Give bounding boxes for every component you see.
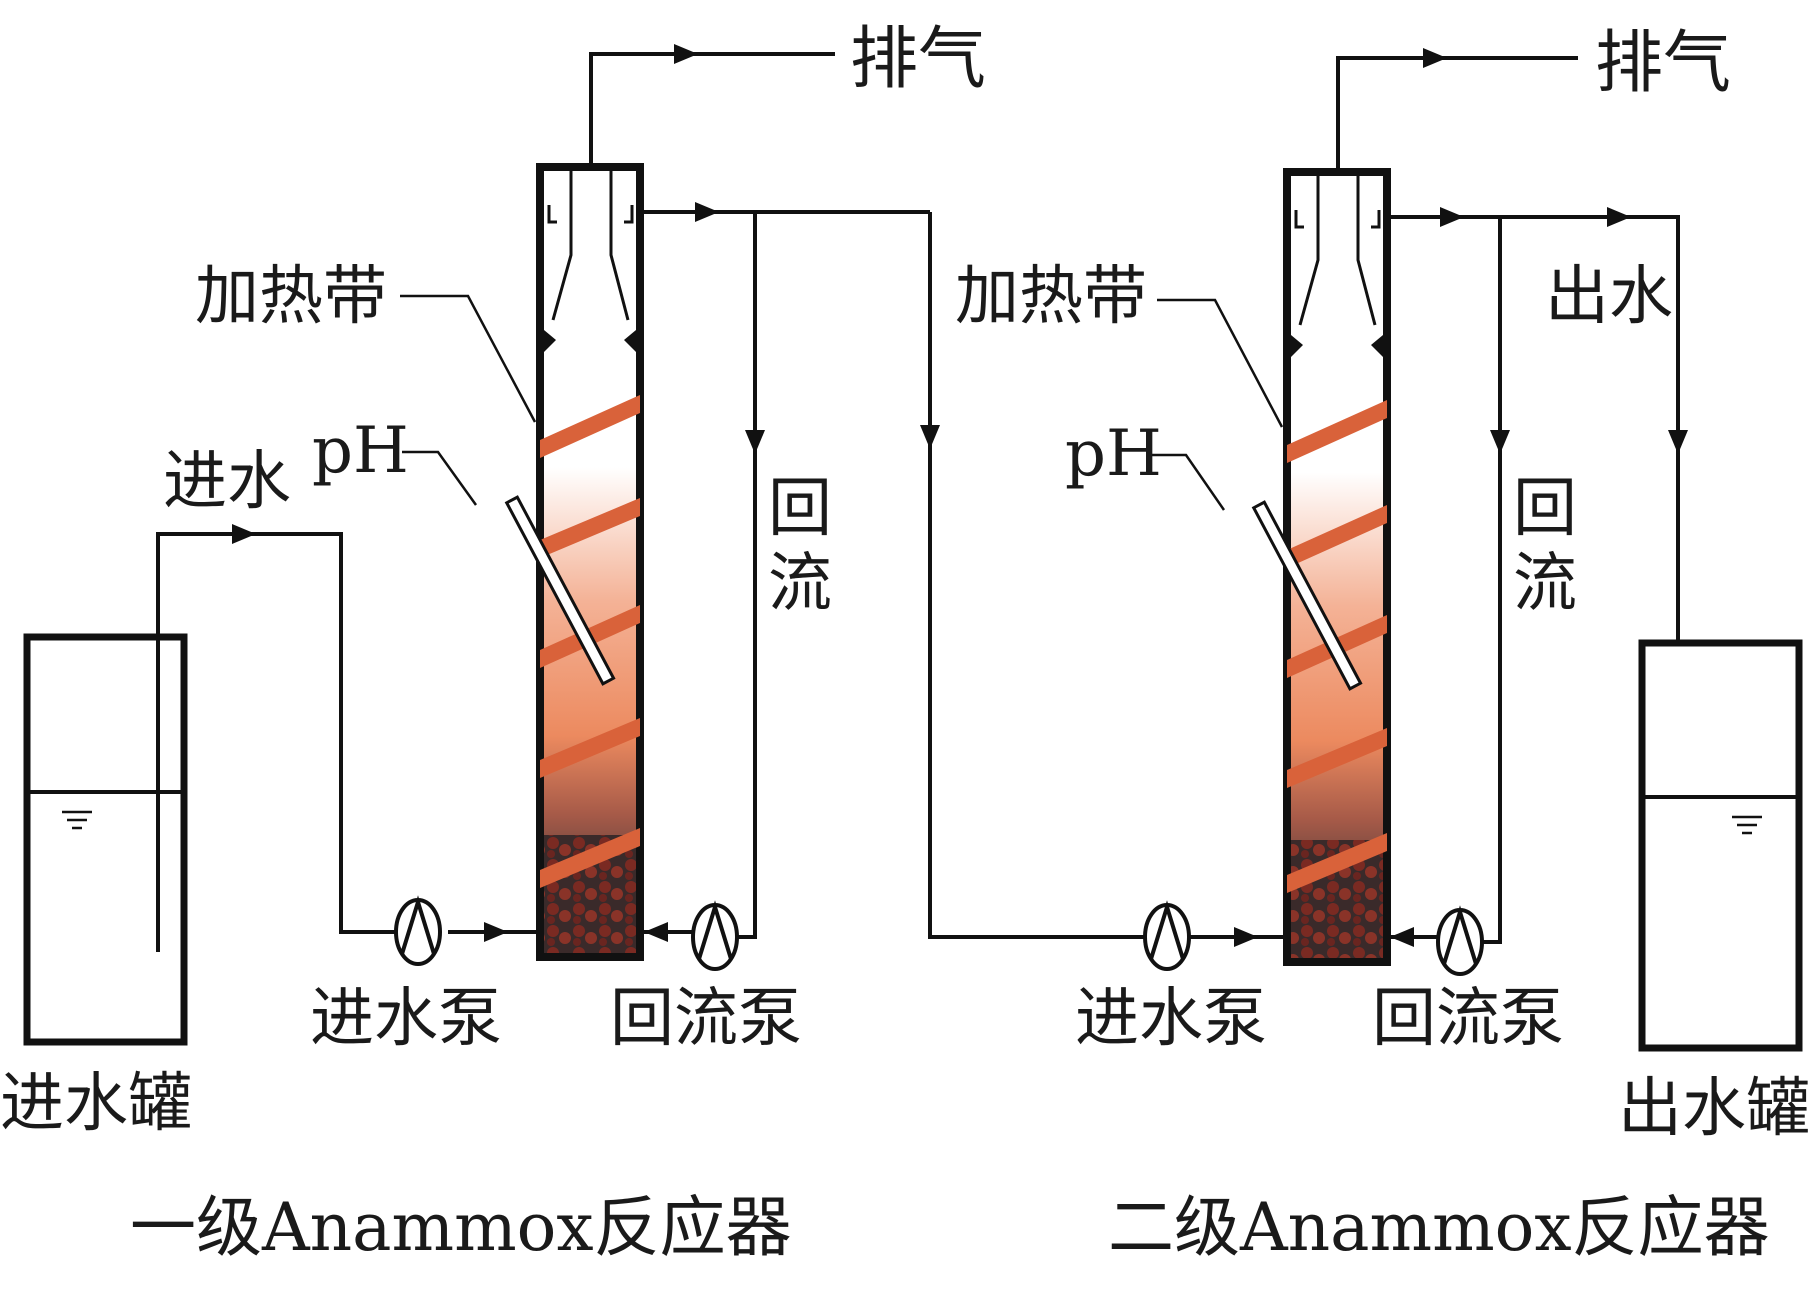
ph-probe-1 bbox=[402, 450, 616, 686]
exhaust-pipe-2 bbox=[1336, 48, 1578, 172]
reactor-2 bbox=[1283, 168, 1391, 966]
reflux-label-2-char-2: 流 bbox=[1513, 547, 1577, 621]
exhaust-label-2: 排气 bbox=[1595, 24, 1731, 103]
reflux-pump-icon bbox=[1436, 905, 1484, 976]
reflux-pump-icon bbox=[691, 900, 739, 971]
reflux-label-1-char-1: 回 bbox=[768, 472, 832, 546]
influent-label: 进水 bbox=[163, 445, 291, 519]
exhaust-pipe-1 bbox=[589, 44, 835, 167]
gas-separator bbox=[544, 170, 636, 352]
reflux-label-1: 回 流 bbox=[768, 472, 832, 621]
ph-label-1: pH bbox=[312, 414, 409, 488]
influent-tank-label: 进水罐 bbox=[0, 1067, 192, 1141]
reflux-pump-label-1: 回流泵 bbox=[610, 982, 802, 1056]
effluent-tank-label: 出水罐 bbox=[1618, 1072, 1810, 1146]
feed-pump-label-1: 进水泵 bbox=[310, 982, 502, 1056]
reactor-1 bbox=[536, 163, 644, 961]
reflux-label-1-char-2: 流 bbox=[768, 547, 832, 621]
reflux-return-1 bbox=[642, 922, 693, 942]
heating-band-leader-2 bbox=[1157, 298, 1284, 428]
heating-band-label-2: 加热带 bbox=[955, 260, 1147, 334]
reactor-1-caption: 一级Anammox反应器 bbox=[130, 1189, 792, 1266]
feed-pump-icon bbox=[394, 895, 442, 966]
gas-separator bbox=[1291, 175, 1383, 357]
water-level-icon bbox=[1732, 815, 1762, 835]
heating-band-label-1: 加热带 bbox=[195, 260, 387, 334]
feed-pump-label-2: 进水泵 bbox=[1075, 982, 1267, 1056]
heating-band-leader-1 bbox=[400, 294, 537, 423]
reflux-pump-label-2: 回流泵 bbox=[1372, 982, 1564, 1056]
water-level-icon bbox=[62, 810, 92, 830]
reflux-label-2: 回 流 bbox=[1513, 472, 1577, 621]
effluent-label: 出水 bbox=[1545, 260, 1673, 334]
influent-tank bbox=[23, 633, 188, 1046]
feed-line-2 bbox=[1189, 927, 1283, 947]
feed-pump-icon bbox=[1143, 900, 1191, 971]
exhaust-label-1: 排气 bbox=[850, 20, 986, 99]
reflux-return-2 bbox=[1389, 927, 1438, 947]
effluent-tank bbox=[1638, 639, 1803, 1052]
influent-pipe bbox=[156, 524, 536, 952]
reflux-label-2-char-1: 回 bbox=[1513, 472, 1577, 546]
reactor-2-caption: 二级Anammox反应器 bbox=[1108, 1189, 1770, 1266]
ph-probe-2 bbox=[1150, 453, 1363, 691]
ph-label-2: pH bbox=[1065, 417, 1162, 491]
